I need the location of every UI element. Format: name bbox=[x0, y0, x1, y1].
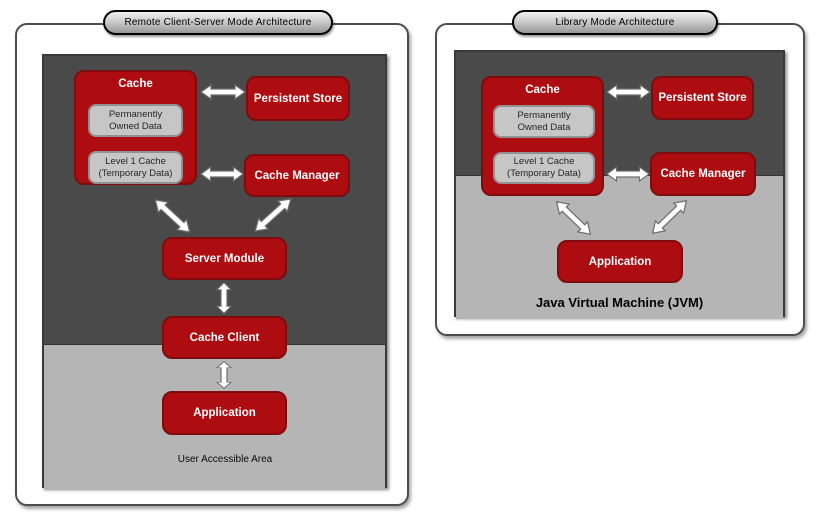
panel-library-mode: Cache Permanently Owned Data Level 1 Cac… bbox=[435, 23, 805, 336]
jvm-area-label: Java Virtual Machine (JVM) bbox=[535, 295, 704, 310]
cache-node-title: Cache bbox=[525, 84, 560, 96]
level1-cache-subnode: Level 1 Cache (Temporary Data) bbox=[88, 151, 183, 184]
application-node: Application bbox=[557, 240, 683, 283]
banner-client-server-label: Remote Client-Server Mode Architecture bbox=[124, 17, 312, 28]
application-label: Application bbox=[193, 407, 256, 419]
permanently-owned-data-label: Permanently Owned Data bbox=[517, 109, 571, 133]
arrow-cache-persistent-store bbox=[199, 83, 247, 101]
library-diagram-area: Cache Permanently Owned Data Level 1 Cac… bbox=[454, 50, 785, 319]
application-node: Application bbox=[162, 391, 287, 435]
cache-client-node: Cache Client bbox=[162, 316, 287, 359]
cache-client-label: Cache Client bbox=[189, 331, 260, 344]
permanently-owned-data-subnode: Permanently Owned Data bbox=[493, 105, 595, 138]
cache-manager-node: Cache Manager bbox=[650, 152, 756, 196]
panel-client-server-mode: Cache Permanently Owned Data Level 1 Cac… bbox=[15, 23, 409, 506]
arrow-cache-manager-application bbox=[646, 194, 694, 241]
cache-manager-label: Cache Manager bbox=[254, 169, 340, 182]
level1-cache-label: Level 1 Cache (Temporary Data) bbox=[98, 155, 173, 179]
arrow-l1cache-cache-manager bbox=[605, 165, 651, 183]
permanently-owned-data-subnode: Permanently Owned Data bbox=[88, 104, 183, 137]
persistent-store-node: Persistent Store bbox=[651, 76, 754, 120]
server-module-node: Server Module bbox=[162, 237, 287, 280]
arrow-cache-server-module bbox=[148, 193, 196, 240]
cache-node: Cache Permanently Owned Data Level 1 Cac… bbox=[481, 76, 604, 196]
level1-cache-label: Level 1 Cache (Temporary Data) bbox=[507, 156, 581, 179]
user-accessible-area-label: User Accessible Area bbox=[177, 454, 273, 465]
level1-cache-subnode: Level 1 Cache (Temporary Data) bbox=[493, 152, 595, 184]
banner-library-mode: Library Mode Architecture bbox=[512, 10, 718, 35]
server-module-label: Server Module bbox=[184, 252, 265, 265]
permanently-owned-data-label: Permanently Owned Data bbox=[108, 108, 163, 132]
banner-library-label: Library Mode Architecture bbox=[555, 17, 675, 28]
cache-node: Cache Permanently Owned Data Level 1 Cac… bbox=[74, 70, 197, 185]
arrow-l1cache-cache-manager bbox=[199, 165, 245, 183]
client-server-diagram-area: Cache Permanently Owned Data Level 1 Cac… bbox=[42, 54, 387, 490]
cache-manager-label: Cache Manager bbox=[660, 168, 746, 180]
cache-manager-node: Cache Manager bbox=[244, 154, 350, 197]
arrow-cache-client-application bbox=[215, 360, 233, 390]
arrow-cache-manager-server-module bbox=[248, 192, 297, 239]
persistent-store-label: Persistent Store bbox=[658, 92, 747, 104]
cache-node-title: Cache bbox=[118, 78, 153, 90]
arrow-cache-persistent-store bbox=[605, 83, 652, 101]
arrow-server-module-cache-client bbox=[215, 281, 233, 315]
application-label: Application bbox=[588, 255, 652, 268]
persistent-store-node: Persistent Store bbox=[246, 76, 350, 121]
persistent-store-label: Persistent Store bbox=[253, 92, 343, 105]
banner-client-server-mode: Remote Client-Server Mode Architecture bbox=[103, 10, 333, 35]
arrow-cache-application bbox=[550, 195, 598, 242]
